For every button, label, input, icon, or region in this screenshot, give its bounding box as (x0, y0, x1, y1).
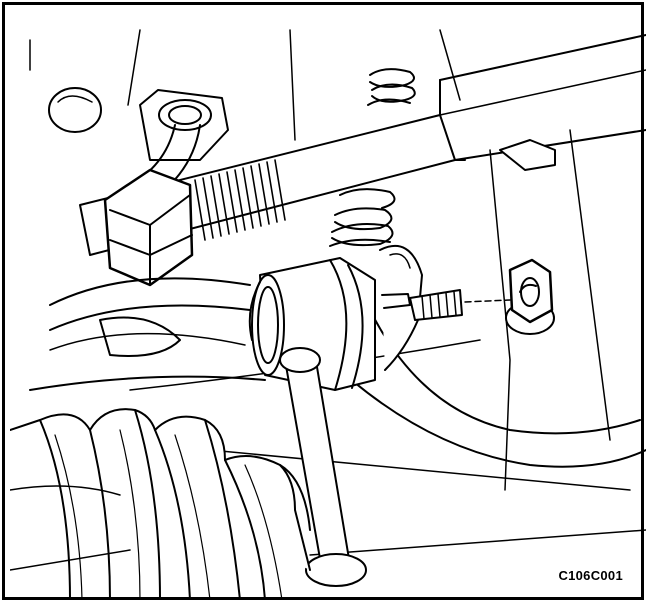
link-rod (279, 347, 367, 587)
round-plug (48, 87, 102, 133)
jam-nut (103, 168, 194, 287)
diagram-frame: C106C001 (2, 2, 646, 600)
bolt (381, 289, 463, 321)
figure-code: C106C001 (558, 568, 623, 583)
background-structure (10, 29, 646, 571)
coil-spring (329, 68, 416, 247)
control-arm (379, 245, 423, 371)
alignment-dashes (464, 299, 511, 303)
flange-nut (505, 258, 555, 335)
upper-right-bracket (499, 139, 556, 171)
rubber-boot (10, 408, 311, 600)
rod-threads (194, 159, 286, 241)
suspension-illustration (10, 29, 646, 600)
hose-fitting (119, 89, 229, 211)
cross-member (29, 277, 266, 391)
